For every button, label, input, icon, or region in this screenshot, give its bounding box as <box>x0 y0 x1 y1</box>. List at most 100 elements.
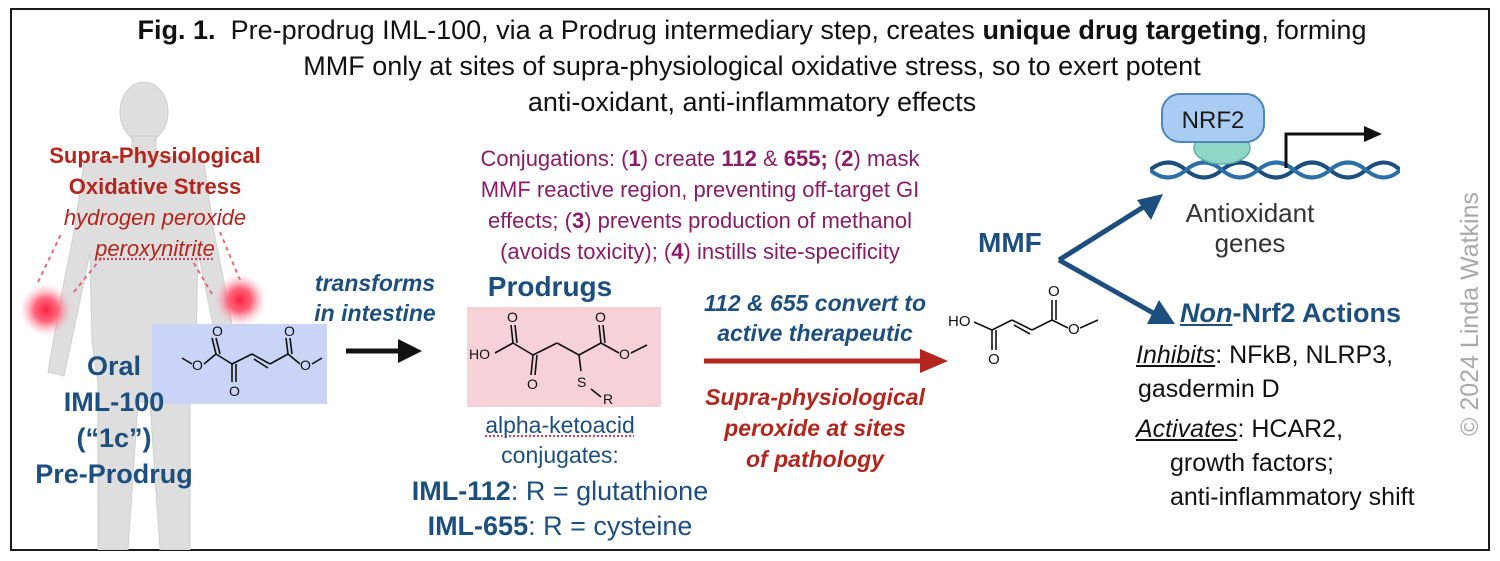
mmf-label: MMF <box>978 227 1042 258</box>
iml100-atom-o: O <box>229 383 240 399</box>
figure-title: Fig. 1. Pre-prodrug IML-100, via a Prodr… <box>22 12 1482 120</box>
non-nrf2-heading: Non-Nrf2 Actions <box>1180 296 1401 330</box>
inflammation-glow-left <box>20 284 72 336</box>
conversion-sub-line2: peroxide at sites <box>724 415 906 441</box>
conj-text: Conjugations: ( <box>480 146 629 171</box>
iml112-value: : R = glutathione <box>510 476 709 506</box>
prodrug-atom-o: O <box>507 309 518 325</box>
copyright-watermark: © 2024 Linda Watkins <box>1456 192 1484 436</box>
conj-text: ) instills site-specificity <box>683 239 900 264</box>
activates-line3: anti-inflammatory shift <box>1170 483 1415 511</box>
conj-num-1: 1 <box>628 146 641 171</box>
stress-agent-peroxynitrite: peroxynitrite <box>95 236 215 261</box>
genes-line1: Antioxidant <box>1185 198 1315 228</box>
conj-text: (avoids toxicity); ( <box>500 239 672 264</box>
conj-text: ) prevents production of methanol <box>584 208 912 233</box>
figure-frame <box>10 8 1490 551</box>
prodrug-variants: IML-112: R = glutathione IML-655: R = cy… <box>330 474 790 544</box>
oral-iml100-label: Oral IML-100 (“1c”) Pre-Prodrug <box>14 348 214 492</box>
nrf2-protein-icon <box>1161 93 1265 143</box>
title-text-part2: , forming <box>1261 15 1367 45</box>
conj-num-3: 3 <box>571 208 585 233</box>
mmf-atom-o: O <box>1068 321 1080 338</box>
conversion-arrow <box>704 349 948 373</box>
prodrug-atom-ho: HO <box>469 346 490 362</box>
iml655-value: : R = cysteine <box>528 511 693 541</box>
conj-text: & <box>756 146 784 171</box>
conversion-condition: Supra-physiological peroxide at sites of… <box>675 382 955 475</box>
non-nrf2-heading-non: Non <box>1180 298 1233 328</box>
conj-text: ( <box>827 146 842 171</box>
intestine-arrow <box>346 339 422 363</box>
prodrug-atom-o: O <box>595 309 606 325</box>
prodrug-description: alpha-ketoacid conjugates: <box>440 410 680 470</box>
conversion-sub-line3: of pathology <box>746 446 884 472</box>
oral-line2: IML-100 <box>63 387 165 417</box>
stress-heading-line1: Supra-Physiological <box>49 143 261 168</box>
prodrug-atom-s: S <box>577 374 586 390</box>
mmf-atom-o: O <box>988 351 1000 368</box>
nrf2-dna-graphic: NRF2 <box>1150 93 1400 180</box>
iml100-atom-o: O <box>300 357 311 373</box>
conj-num-4: 4 <box>671 239 684 264</box>
non-nrf2-actions: Inhibits: NFkB, NLRP3, gasdermin D Activ… <box>1136 338 1486 514</box>
conj-text: effects; ( <box>488 208 572 233</box>
conversion-line1: 112 & 655 convert to <box>703 290 926 316</box>
prodrug-structure: HO O O O O S R <box>467 307 661 407</box>
nrf2-protein-label: NRF2 <box>1182 107 1245 134</box>
non-nrf2-heading-rest: -Nrf2 Actions <box>1232 298 1401 328</box>
title-text-part1: Pre-prodrug IML-100, via a Prodrug inter… <box>230 15 975 45</box>
inhibits-line2: gasdermin D <box>1138 375 1280 403</box>
conj-line2: MMF reactive region, preventing off-targ… <box>480 177 920 202</box>
oral-line4: Pre-Prodrug <box>35 459 193 489</box>
conversion-sub-line1: Supra-physiological <box>705 384 925 410</box>
inhibits-text: : NFkB, NLRP3, <box>1215 341 1394 369</box>
oral-line1: Oral <box>86 351 142 381</box>
iml100-structure: O O O O O <box>152 324 327 404</box>
dna-helix-icon <box>1150 160 1400 180</box>
stress-agent-hydrogen-peroxide: hydrogen peroxide <box>63 205 247 230</box>
oral-line3: (“1c”) <box>76 423 152 453</box>
conjugations-text: Conjugations: (1) create 112 & 655; (2) … <box>420 143 980 267</box>
prodrug-atom-o: O <box>619 346 630 362</box>
conversion-label: 112 & 655 convert to active therapeutic <box>670 288 960 348</box>
title-bold-phrase: unique drug targeting <box>982 15 1262 45</box>
iml100-atom-o: O <box>284 324 295 339</box>
human-body-figure <box>20 82 266 550</box>
activates-label: Activates <box>1136 415 1238 443</box>
mmf-atom-o: O <box>1048 283 1060 300</box>
title-line3: anti-oxidant, anti-inflammatory effects <box>527 87 977 117</box>
title-line2: MMF only at sites of supra-physiological… <box>303 51 1201 81</box>
conj-num-2: 2 <box>841 146 854 171</box>
prodrug-desc-line1: alpha-ketoacid <box>485 412 635 438</box>
antioxidant-genes-label: Antioxidant genes <box>1170 198 1330 258</box>
mmf-atom-ho: HO <box>948 313 971 330</box>
conj-112: 112 <box>721 146 757 171</box>
iml100-atom-o: O <box>192 357 203 373</box>
figure-label: Fig. 1. <box>137 15 216 45</box>
transforms-line2: in intestine <box>314 300 436 326</box>
iml655-label: IML-655 <box>427 511 529 541</box>
prodrug-atom-o: O <box>527 376 538 392</box>
prodrug-atom-r: R <box>603 391 613 407</box>
transforms-label: transforms in intestine <box>290 268 460 328</box>
genes-line2: genes <box>1214 228 1286 258</box>
stress-label: Supra-Physiological Oxidative Stress hyd… <box>20 140 290 264</box>
prodrugs-heading: Prodrugs <box>487 271 613 302</box>
stress-heading-line2: Oxidative Stress <box>68 174 242 199</box>
mmf-branch-arrows <box>1057 194 1175 324</box>
iml112-label: IML-112 <box>411 476 511 506</box>
transcription-arrow-icon <box>1284 126 1382 168</box>
inflammation-glow-right <box>214 274 266 326</box>
conj-655: 655; <box>783 146 828 171</box>
prodrug-desc-line2: conjugates: <box>501 442 619 468</box>
activates-text: : HCAR2, <box>1237 415 1344 443</box>
conj-text: ) mask <box>853 146 920 171</box>
transforms-line1: transforms <box>314 270 436 296</box>
conversion-line2: active therapeutic <box>717 320 913 346</box>
activates-line2: growth factors; <box>1170 449 1334 477</box>
conj-text: ) create <box>640 146 722 171</box>
iml100-atom-o: O <box>212 324 223 339</box>
mmf-structure: HO O O O <box>948 283 1099 368</box>
inhibits-label: Inhibits <box>1136 341 1216 369</box>
